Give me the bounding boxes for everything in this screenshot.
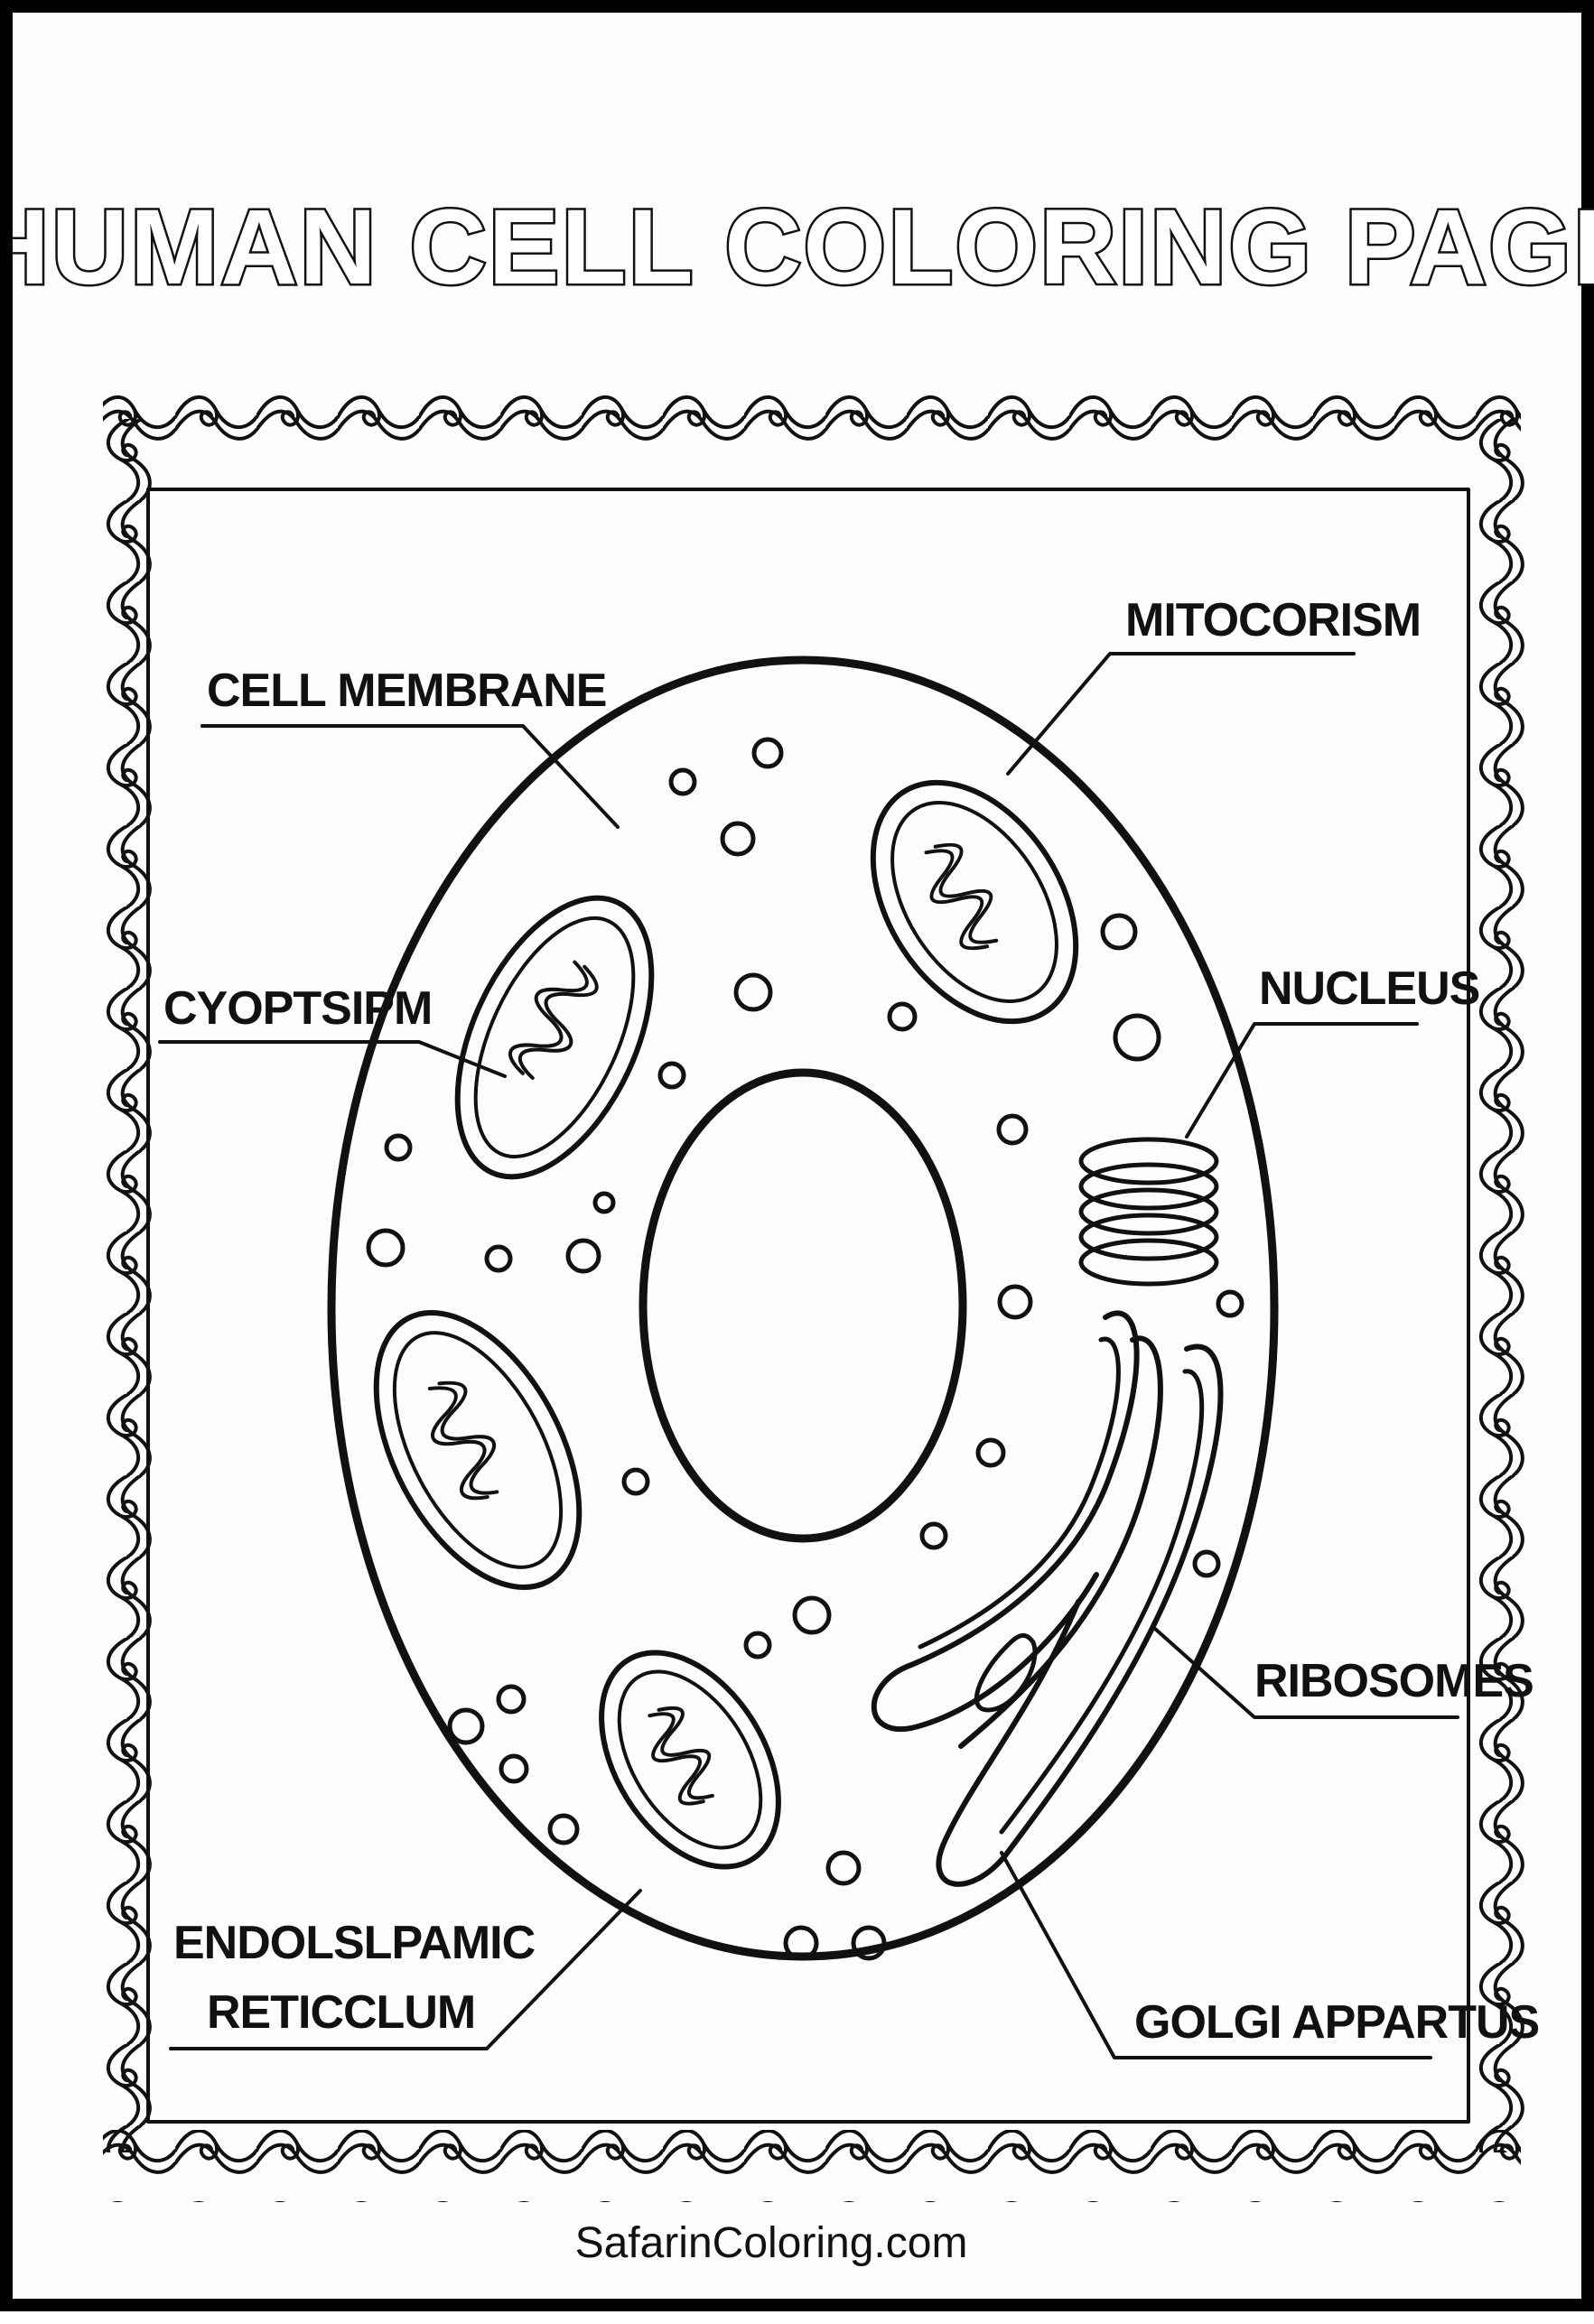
nucleus [639,1068,967,1543]
site-footer: SafarinColoring.com [575,2219,968,2267]
mitochondrion [373,1310,583,1590]
inner-frame [146,488,1470,2124]
page-title: HUMAN CELL COLORING PAGE [13,188,1594,307]
mitochondrion [599,1650,781,1870]
label-golgi: GOLGI APPARTUS [1134,1996,1539,2049]
golgi-apparatus [871,1310,1224,1887]
label-mitochondria: MITOCORISM [1125,594,1421,646]
cell-diagram: HUMAN CELL COLORING PAGE [13,186,1594,2268]
mitochondrion [454,895,655,1180]
disc-stack [1078,1137,1219,1287]
label-endoplasmic-line2: RETICCLUM [207,1986,475,2039]
leader-lines [158,652,1459,2059]
label-nucleus: NUCLEUS [1259,962,1479,1015]
label-cytoplasm: CYOPTSIPM [163,982,432,1035]
ribosomes [366,737,1244,1961]
label-ribosomes: RIBOSOMES [1254,1655,1533,1707]
mitochondrion [870,779,1079,1025]
label-cell-membrane: CELL MEMBRANE [207,665,606,717]
cell-membrane [327,655,1279,1961]
label-endoplasmic-line1: ENDOLSLPAMIC [173,1917,536,1969]
